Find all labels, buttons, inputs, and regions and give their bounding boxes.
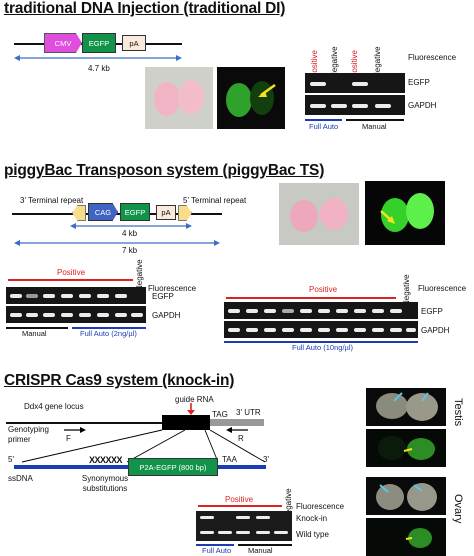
egfp-box: EGFP [82,33,116,53]
right-repeat [178,205,192,221]
egfp-box-2: EGFP [120,203,150,221]
pa-box-2: pA [156,205,176,220]
homology-arm-left [14,465,128,469]
testis-brightfield [366,388,446,426]
size-arrow-4kb [70,223,192,229]
exon-box [162,415,210,430]
gel3-positive-line [198,505,282,507]
size-7kb: 7 kb [122,246,138,255]
gel1-group-manual: Manual [22,329,47,338]
section2-title: piggyBac Transposon system (piggyBac TS) [4,162,325,179]
cag-promoter: CAG [88,203,118,221]
tissue-testis: Testis [452,398,464,427]
tissue-ovary: Ovary [452,494,464,524]
gel2-positive: Positive [309,285,338,294]
gel1-fluorescence: Fluorescence [148,284,197,293]
size-arrow [14,55,182,61]
testis-fluorescence [366,429,446,467]
primer-f-arrow-icon [64,427,86,433]
section1-title: traditional DNA Injection (traditional D… [4,0,286,17]
gel2-fullauto-line [224,341,418,343]
dna-line-2 [12,213,222,215]
gel1-row-gapdh: GAPDH [152,311,181,320]
gel3-row-wildtype: Wild type [296,530,329,539]
gel1-group-full-auto: Full Auto (2ng/µl) [80,329,137,338]
gel3-group-manual: Manual [248,546,273,555]
three-prime-label: 3' [263,455,269,464]
gel3-row-knockin: Knock-in [296,514,328,523]
gel1-positive-line [8,279,133,281]
size-arrow-7kb [14,240,220,246]
gel3-fullauto-line [196,544,234,546]
homology-lines [21,429,266,463]
manual-underline [346,119,404,121]
synonymous-label: Synonymous substitutions [81,474,129,493]
gel2-row-egfp: EGFP [421,307,443,316]
guide-arrow-icon [187,403,195,415]
gel1-fullauto-line [72,327,146,329]
substitution-marks: XXXXXX [89,455,123,465]
cmv-promoter: CMV [44,33,82,53]
gel3-manual-line [238,544,292,546]
gel3-group-full-auto: Full Auto [202,546,232,555]
gel1-row-egfp: EGFP [152,292,174,301]
gel2-fluorescence: Fluorescence [418,284,467,293]
homology-arm-right [218,465,266,469]
row-egfp: EGFP [408,78,430,87]
gel1-gapdh [6,306,146,323]
group-full-auto: Full Auto [309,122,339,131]
gel2-positive-line [226,297,396,299]
construct-size: 4.7 kb [88,64,110,73]
pups-photo-white-2 [279,183,359,245]
primer-label: Genotyping primer [8,425,49,444]
gel2-row-gapdh: GAPDH [421,326,450,335]
gel-gapdh [305,95,405,115]
size-4kb: 4 kb [122,229,138,238]
gel3-image [196,511,292,541]
gel1-egfp [6,287,146,304]
primer-r-arrow-icon [226,427,248,433]
gel1-manual-line [6,327,68,329]
taa-label: TAA [222,455,237,464]
row-gapdh: GAPDH [408,101,437,110]
locus-label: Ddx4 gene locus [24,402,84,411]
utr-label: 3' UTR [236,408,261,417]
p2a-egfp-box: P2A-EGFP (800 bp) [128,458,218,476]
gel-egfp [305,73,405,93]
ovary-brightfield [366,477,446,515]
left-repeat [72,205,86,221]
primer-f-label: F [66,434,71,443]
full-auto-underline [305,119,342,121]
guide-rna-label: guide RNA [175,395,214,404]
locus-line [6,422,162,424]
fluorescence-label: Fluorescence [408,53,457,62]
gel2-gapdh [224,321,418,338]
primer-r-label: R [238,434,244,443]
ssdna-label: ssDNA [8,474,33,483]
right-repeat-label: 5' Terminal repeat [183,196,247,205]
gel3-fluorescence: Fluorescence [296,502,345,511]
utr-box [210,419,264,426]
pa-box: pA [122,35,146,51]
left-repeat-label: 3' Terminal repeat [20,196,84,205]
five-prime-label: 5' [8,455,14,464]
section3-title: CRISPR Cas9 system (knock-in) [4,372,235,389]
tag-label: TAG [212,410,228,419]
pups-photo-fluorescence-2 [365,181,445,245]
group-manual: Manual [362,122,387,131]
gel2-egfp [224,302,418,319]
ovary-fluorescence [366,518,446,556]
gel1-positive: Positive [57,268,86,277]
pup-photo-fluorescence [217,67,285,129]
gel2-group-full-auto: Full Auto (10ng/µl) [292,343,354,352]
pup-photo-white [145,67,213,129]
gel3-positive: Positive [225,495,254,504]
